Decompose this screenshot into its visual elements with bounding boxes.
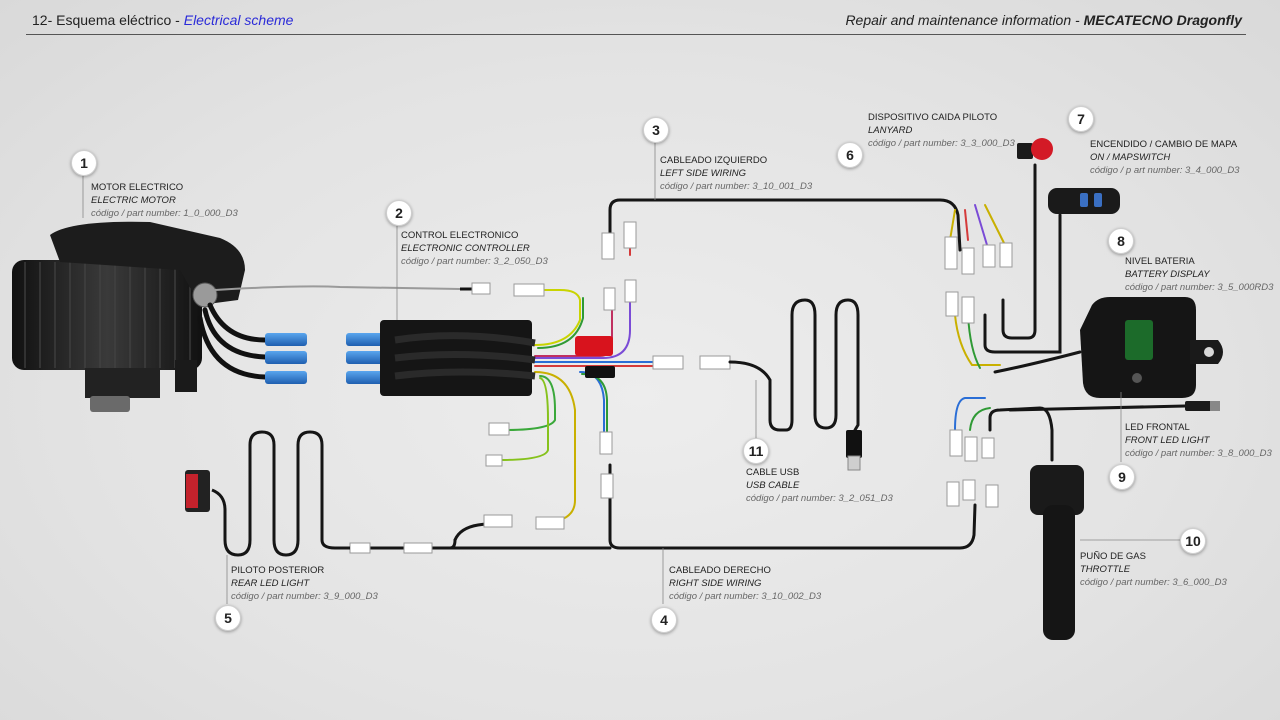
section-title-en: Electrical scheme xyxy=(183,12,294,28)
label-name-es: NIVEL BATERIA xyxy=(1125,256,1195,267)
battery-display xyxy=(1080,297,1223,398)
front-led-light xyxy=(1185,401,1220,411)
throttle xyxy=(1030,465,1084,640)
callout-leaders xyxy=(82,142,1180,604)
usb-cable xyxy=(728,298,862,471)
rear-led-light xyxy=(185,430,350,557)
label-throttle: PUÑO DE GAS THROTTLE código / part numbe… xyxy=(1080,550,1227,589)
label-name-en: BATTERY DISPLAY xyxy=(1125,269,1210,280)
label-name-es: PILOTO POSTERIOR xyxy=(231,565,325,576)
label-name-es: CONTROL ELECTRONICO xyxy=(401,230,519,241)
label-battery-display: NIVEL BATERIA BATTERY DISPLAY código / p… xyxy=(1125,255,1273,294)
label-front-led-light: LED FRONTAL FRONT LED LIGHT código / par… xyxy=(1125,421,1272,460)
label-part-number: código / part number: 3_8_000_D3 xyxy=(1125,448,1272,459)
callout-number-5: 5 xyxy=(215,605,241,631)
label-part-number: código / part number: 3_9_000_D3 xyxy=(231,591,378,602)
label-name-es: DISPOSITIVO CAIDA PILOTO xyxy=(868,112,998,123)
callout-number-9: 9 xyxy=(1109,464,1135,490)
callout-number-4: 4 xyxy=(651,607,677,633)
document-title-text: Repair and maintenance information - xyxy=(845,12,1084,28)
label-name-en: LEFT SIDE WIRING xyxy=(660,168,747,179)
callout-number-1: 1 xyxy=(71,150,97,176)
label-name-en: USB CABLE xyxy=(746,480,800,491)
label-usb-cable: CABLE USB USB CABLE código / part number… xyxy=(746,466,893,505)
label-name-es: CABLEADO DERECHO xyxy=(669,565,771,576)
connectors xyxy=(349,221,1013,554)
callout-number-2: 2 xyxy=(386,200,412,226)
label-name-en: LANYARD xyxy=(868,125,913,136)
label-name-en: ON / MAPSWITCH xyxy=(1090,152,1171,163)
callout-number-8: 8 xyxy=(1108,228,1134,254)
label-part-number: código / part number: 3_10_002_D3 xyxy=(669,591,822,602)
device-wires xyxy=(983,163,1187,462)
callout-number-6: 6 xyxy=(837,142,863,168)
label-part-number: código / p art number: 3_4_000_D3 xyxy=(1090,165,1240,176)
callout-number-10: 10 xyxy=(1180,528,1206,554)
electronic-controller xyxy=(346,282,615,396)
label-part-number: código / part number: 3_10_001_D3 xyxy=(660,181,813,192)
label-part-number: código / part number: 3_2_051_D3 xyxy=(746,493,893,504)
lanyard xyxy=(1017,138,1053,160)
label-name-en: RIGHT SIDE WIRING xyxy=(669,578,762,589)
label-right-side-wiring: CABLEADO DERECHO RIGHT SIDE WIRING códig… xyxy=(669,564,821,603)
map-switch xyxy=(1048,188,1120,214)
label-name-es: CABLEADO IZQUIERDO xyxy=(660,155,768,166)
label-name-es: CABLE USB xyxy=(746,467,800,478)
section-title-es: 12- Esquema eléctrico - xyxy=(32,12,184,28)
label-name-es: PUÑO DE GAS xyxy=(1080,551,1146,562)
label-name-es: ENCENDIDO / CAMBIO DE MAPA xyxy=(1090,139,1238,150)
electric-motor xyxy=(12,221,461,412)
label-part-number: código / part number: 3_6_000_D3 xyxy=(1080,577,1227,588)
document-title: Repair and maintenance information - MEC… xyxy=(845,12,1242,28)
callout-number-7: 7 xyxy=(1068,106,1094,132)
label-part-number: código / part number: 1_0_000_D3 xyxy=(91,208,238,219)
label-electric-motor: MOTOR ELECTRICO ELECTRIC MOTOR código / … xyxy=(91,181,238,220)
callout-number-3: 3 xyxy=(643,117,669,143)
brand-name: MECATECNO Dragonfly xyxy=(1083,12,1242,28)
label-name-en: REAR LED LIGHT xyxy=(231,578,310,589)
label-name-es: LED FRONTAL xyxy=(1125,422,1190,433)
label-name-en: ELECTRONIC CONTROLLER xyxy=(401,243,530,254)
label-name-en: THROTTLE xyxy=(1080,564,1131,575)
label-name-es: MOTOR ELECTRICO xyxy=(91,182,184,193)
label-electronic-controller: CONTROL ELECTRONICO ELECTRONIC CONTROLLE… xyxy=(401,229,548,268)
label-lanyard: DISPOSITIVO CAIDA PILOTO LANYARD código … xyxy=(868,111,1015,150)
label-part-number: código / part number: 3_2_050_D3 xyxy=(401,256,548,267)
callout-number-11: 11 xyxy=(743,438,769,464)
page-header: 12- Esquema eléctrico - Electrical schem… xyxy=(26,0,1246,35)
label-part-number: código / part number: 3_5_000RD3 xyxy=(1125,282,1274,293)
label-name-en: FRONT LED LIGHT xyxy=(1125,435,1210,446)
label-left-side-wiring: CABLEADO IZQUIERDO LEFT SIDE WIRING códi… xyxy=(660,154,812,193)
label-rear-led-light: PILOTO POSTERIOR REAR LED LIGHT código /… xyxy=(231,564,378,603)
label-name-en: ELECTRIC MOTOR xyxy=(91,195,176,206)
section-title: 12- Esquema eléctrico - Electrical schem… xyxy=(32,12,293,28)
label-part-number: código / part number: 3_3_000_D3 xyxy=(868,138,1015,149)
label-map-switch: ENCENDIDO / CAMBIO DE MAPA ON / MAPSWITC… xyxy=(1090,138,1239,177)
harness-loop xyxy=(358,198,977,550)
